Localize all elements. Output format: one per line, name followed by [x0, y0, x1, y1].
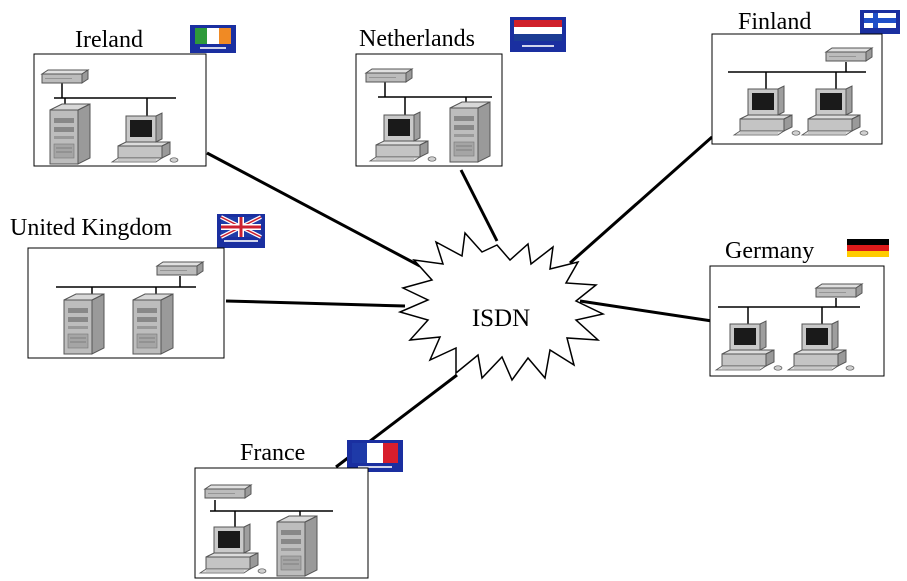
flag-germany-icon	[847, 239, 889, 257]
site-ireland: Ireland	[33, 25, 236, 167]
server-tower-icon	[49, 103, 91, 165]
flag-ireland-icon	[190, 25, 236, 53]
flag-finland-icon	[860, 10, 900, 34]
site-germany: Germany	[709, 238, 889, 377]
server-tower-icon	[132, 293, 174, 355]
flag-france-icon	[347, 440, 403, 472]
isdn-label: ISDN	[472, 305, 530, 332]
router-icon	[365, 68, 413, 83]
link-finland	[569, 135, 713, 265]
link-united-kingdom	[225, 299, 406, 308]
router-icon	[41, 69, 89, 84]
connection-lines	[206, 135, 713, 469]
router-icon	[815, 283, 863, 298]
site-name-finland: Finland	[738, 9, 811, 35]
link-germany	[579, 299, 713, 323]
site-name-united-kingdom: United Kingdom	[10, 215, 172, 241]
lan-finland	[728, 62, 866, 90]
site-united-kingdom: United Kingdom	[10, 214, 265, 359]
link-ireland	[206, 151, 421, 268]
site-france: France	[194, 440, 403, 579]
router-icon	[204, 484, 252, 499]
flag-netherlands-icon	[510, 17, 566, 52]
site-name-france: France	[240, 440, 305, 466]
isdn-starburst-shape	[397, 231, 606, 382]
server-tower-icon	[449, 101, 491, 163]
server-tower-icon	[276, 515, 318, 577]
site-finland: Finland	[711, 9, 900, 145]
lan-netherlands	[378, 82, 492, 117]
site-name-ireland: Ireland	[75, 27, 143, 53]
site-netherlands: Netherlands	[355, 17, 566, 167]
router-icon	[156, 261, 204, 276]
link-netherlands	[459, 169, 499, 242]
site-name-netherlands: Netherlands	[359, 26, 475, 52]
isdn-cloud: ISDN	[397, 231, 606, 382]
lan-germany	[718, 298, 860, 325]
server-tower-icon	[63, 293, 105, 355]
site-name-germany: Germany	[725, 238, 814, 264]
flag-united-kingdom-icon	[217, 214, 265, 248]
router-icon	[825, 47, 873, 62]
